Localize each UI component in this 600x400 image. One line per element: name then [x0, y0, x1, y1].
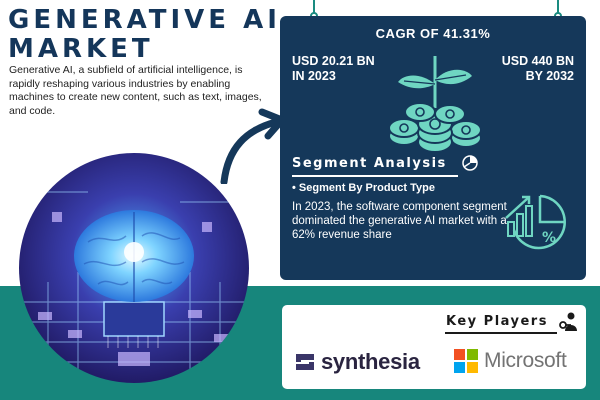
growth-chart-icon: % [505, 194, 566, 250]
person-key-icon [559, 312, 577, 331]
key-players-heading: Key Players [446, 314, 548, 329]
ai-brain-image [19, 153, 249, 383]
svg-text:%: % [542, 230, 556, 246]
microsoft-wordmark: Microsoft [484, 349, 567, 372]
stat-2023-value: USD 20.21 BN [292, 54, 375, 68]
microsoft-logo: Microsoft [454, 347, 567, 375]
cagr-label: CAGR OF 41.31% [375, 26, 491, 41]
key-players-card: Key Players synthesia Microsoft [282, 305, 586, 389]
stat-2032: USD 440 BN BY 2032 [464, 54, 574, 84]
segment-bullet: • Segment By Product Type [292, 182, 436, 194]
key-players-underline [445, 332, 557, 334]
segment-analysis-heading: Segment Analysis [292, 156, 447, 171]
arrow-icon [220, 108, 286, 184]
stat-2032-year: BY 2032 [525, 69, 574, 83]
stat-2023-year: IN 2023 [292, 69, 336, 83]
pie-chart-icon [462, 155, 478, 171]
synthesia-wordmark: synthesia [321, 349, 420, 374]
segment-heading-underline [292, 175, 458, 177]
synthesia-logo: synthesia [292, 348, 420, 376]
market-stats-panel: CAGR OF 41.31% USD 20.21 BN IN 2023 USD … [280, 16, 586, 280]
page-title: GENERATIVE AI MARKET [8, 5, 281, 64]
stat-2032-value: USD 440 BN [501, 54, 574, 68]
segment-description: In 2023, the software component segment … [292, 201, 507, 241]
coin-plant-icon [388, 56, 482, 153]
stat-2023: USD 20.21 BN IN 2023 [292, 54, 412, 84]
synthesia-mark-icon [296, 354, 314, 370]
microsoft-windows-icon [454, 349, 478, 373]
intro-paragraph: Generative AI, a subfield of artificial … [9, 64, 262, 117]
